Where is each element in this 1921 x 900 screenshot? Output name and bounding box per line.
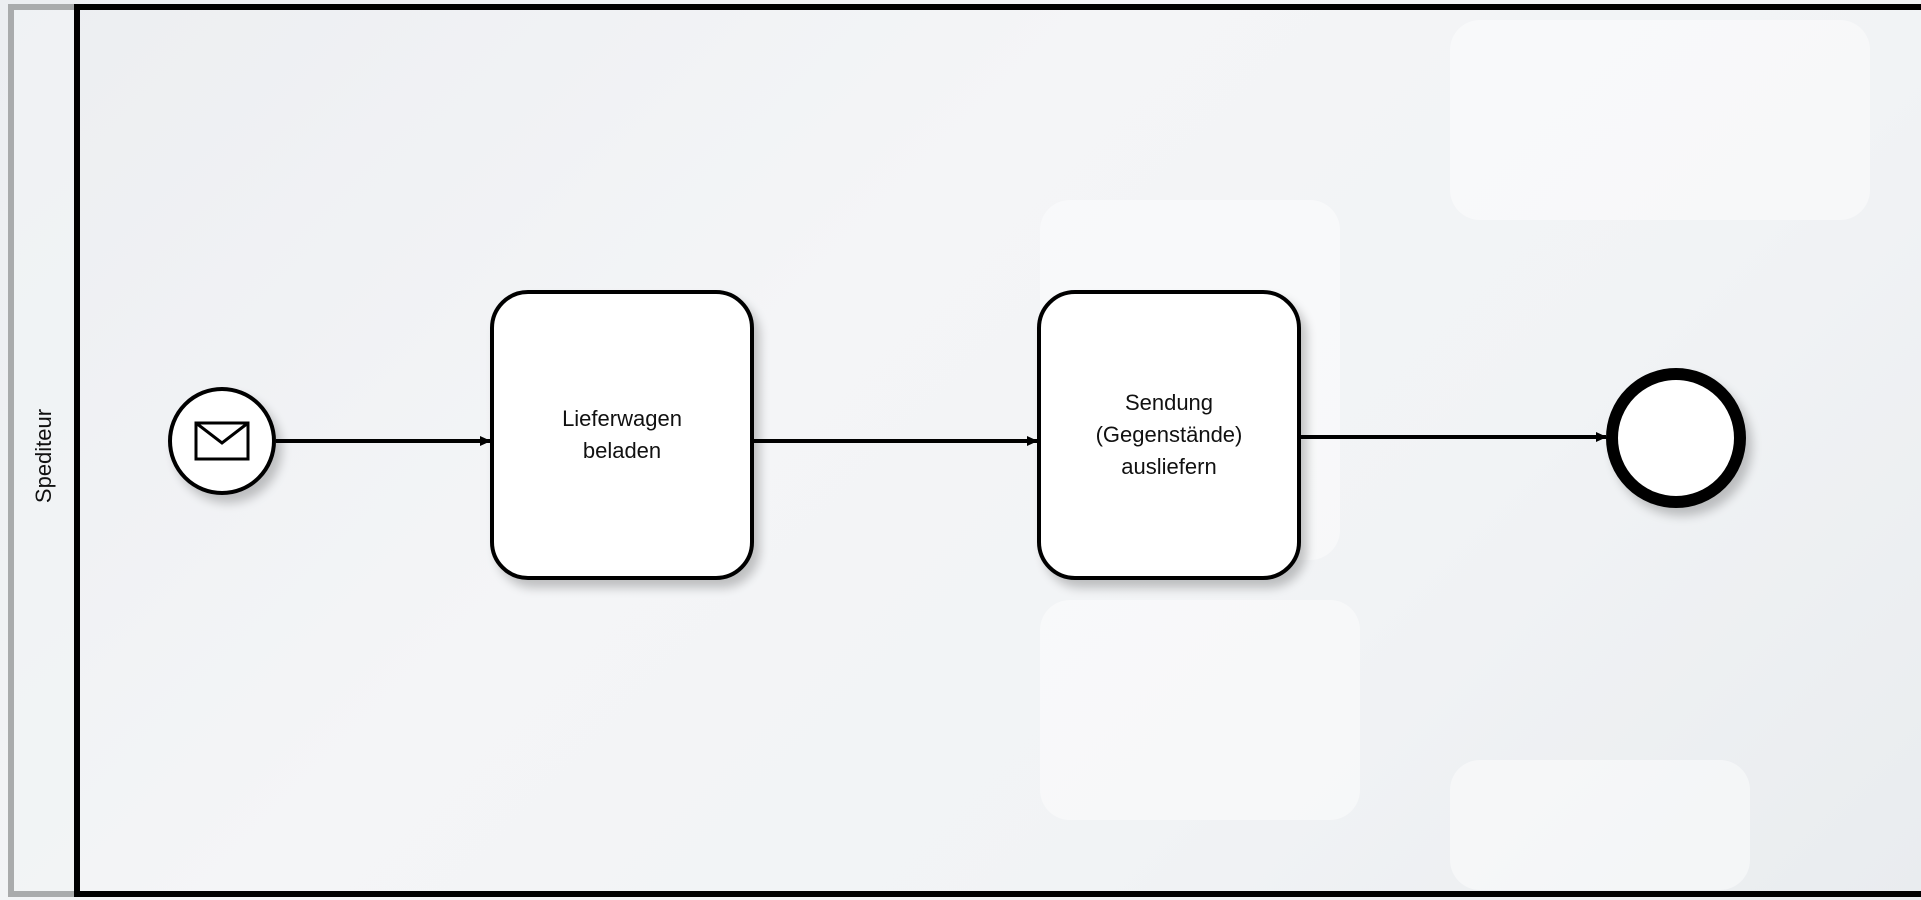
lane-header[interactable] [8,4,80,897]
envelope-icon [194,421,250,461]
background-decoration [1040,600,1360,820]
background-decoration [1450,20,1870,220]
background-decoration [1450,760,1750,890]
lane-label: Spediteur [31,408,56,504]
task-lieferwagen-beladen[interactable]: Lieferwagen beladen [490,290,754,580]
task-label: Lieferwagen beladen [562,406,682,463]
task-sendung-ausliefern[interactable]: Sendung (Gegenstände) ausliefern [1037,290,1301,580]
message-start-event[interactable] [168,387,276,495]
end-event[interactable] [1606,368,1746,508]
task-label: Sendung (Gegenstände) ausliefern [1095,390,1243,479]
